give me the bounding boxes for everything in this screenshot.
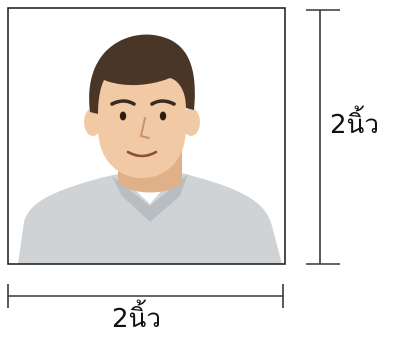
left-eyebrow bbox=[110, 99, 136, 106]
height-dimension-label: 2นิ้ว bbox=[330, 110, 379, 140]
left-eye bbox=[119, 111, 127, 121]
right-eyebrow bbox=[150, 99, 176, 106]
right-eye bbox=[159, 111, 167, 121]
width-dimension-label: 2นิ้ว bbox=[112, 304, 161, 334]
left-ear bbox=[84, 108, 102, 136]
width-dimension bbox=[7, 284, 284, 308]
face bbox=[98, 56, 186, 178]
nose bbox=[139, 117, 150, 139]
shirt-collar bbox=[112, 174, 188, 222]
right-ear bbox=[182, 108, 200, 136]
photo-frame bbox=[7, 7, 286, 265]
mouth bbox=[126, 150, 158, 158]
person-portrait-icon bbox=[18, 34, 282, 264]
height-dimension bbox=[306, 9, 340, 265]
hair bbox=[89, 34, 195, 114]
